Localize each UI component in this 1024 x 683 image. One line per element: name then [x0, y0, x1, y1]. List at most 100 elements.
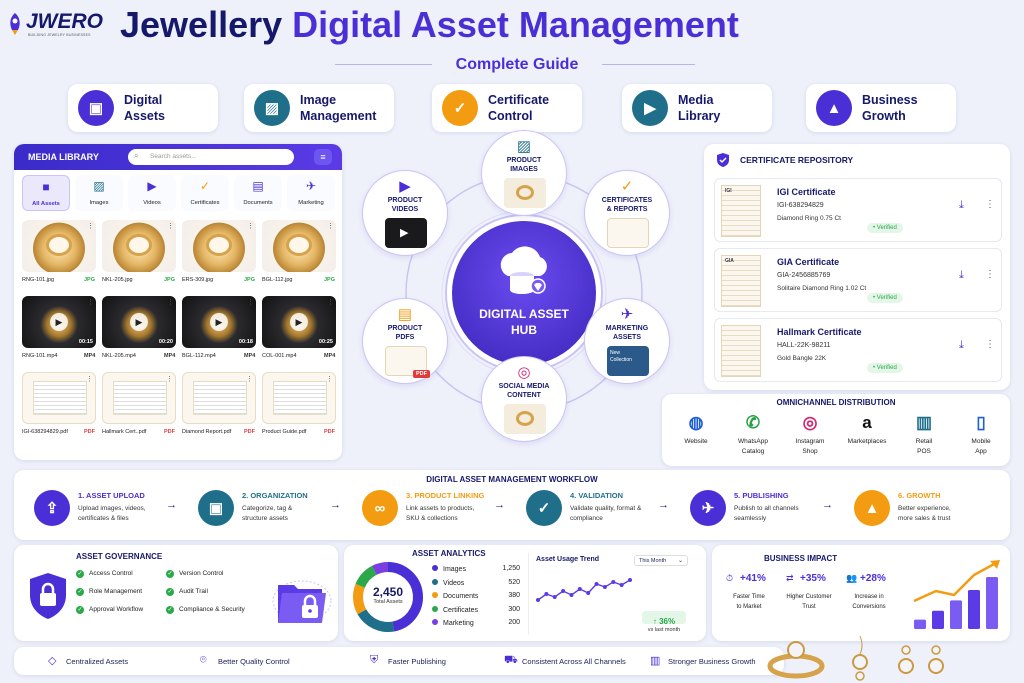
document-thumbnail[interactable]: ⋮ — [22, 372, 96, 424]
workflow-step-heading: 1. ASSET UPLOAD — [78, 491, 145, 500]
download-icon[interactable]: ⤓ — [959, 199, 964, 211]
video-duration: 00:25 — [318, 339, 333, 345]
more-icon[interactable]: ⋮ — [166, 376, 173, 383]
workflow-step-desc-2: structure assets — [242, 515, 288, 522]
more-icon[interactable]: ⋮ — [247, 299, 254, 306]
document-lines — [193, 381, 247, 415]
trend-note: vs last month — [647, 627, 681, 633]
trend-point — [611, 580, 616, 584]
trend-point — [628, 578, 632, 582]
jewelry-photo — [286, 234, 312, 256]
certificate-name: Hallmark Certificate — [777, 327, 862, 337]
tab-all-assets[interactable]: ■All Assets — [22, 175, 70, 211]
download-icon[interactable]: ⤓ — [959, 339, 964, 351]
brand-logo[interactable]: JWERO BUILDING JEWELRY BUSINESSES — [6, 10, 116, 40]
file-type-badge: JPG — [244, 277, 256, 283]
tab-images[interactable]: ▨Images — [75, 175, 123, 211]
video-thumbnail[interactable]: ▶00:15⋮ — [22, 296, 96, 348]
legend-value: 300 — [508, 605, 520, 613]
download-icon[interactable]: ⤓ — [959, 269, 964, 281]
channel-label-1: Mobile — [971, 438, 991, 445]
analytics-title: ASSET ANALYTICS — [412, 549, 486, 558]
more-icon[interactable]: ⋮ — [246, 376, 253, 383]
hub-node-label-1: PRODUCT — [387, 325, 423, 332]
more-icon[interactable]: ⋮ — [326, 376, 333, 383]
more-icon[interactable]: ⋮ — [985, 339, 995, 350]
certificate-id: HALL-22K-98211 — [777, 342, 831, 349]
hub-node-label-2: & REPORTS — [606, 206, 648, 213]
video-thumbnail[interactable]: ▶00:20⋮ — [102, 296, 176, 348]
file-type-badge: MP4 — [324, 353, 336, 359]
footer-item-label: Better Quality Control — [218, 657, 290, 666]
governance-item: Access Control — [76, 570, 133, 578]
impact-label-2: to Market — [736, 604, 762, 610]
tab-videos[interactable]: ▶Videos — [128, 175, 176, 211]
tab-marketing[interactable]: ✈Marketing — [287, 175, 335, 211]
workflow-step-heading: 5. PUBLISHING — [734, 491, 789, 500]
workflow-step-desc-1: Publish to all channels — [734, 505, 799, 512]
more-icon[interactable]: ⋮ — [86, 376, 93, 383]
channel-website[interactable]: ◍Website — [668, 411, 724, 463]
play-icon: ▶ — [210, 313, 228, 331]
certificate-id: GIA-2456885769 — [777, 272, 831, 279]
more-icon[interactable]: ⋮ — [327, 223, 334, 230]
trend-point — [536, 598, 540, 602]
hub-node-certificates-reports[interactable]: ✓CERTIFICATES& REPORTS — [584, 170, 670, 256]
tab-certificates[interactable]: ✓Certificates — [181, 175, 229, 211]
image-thumbnail[interactable]: ⋮ — [102, 220, 176, 272]
impact-value: +41% — [740, 573, 766, 584]
more-icon[interactable]: ⋮ — [985, 199, 995, 210]
verified-badge: • Verified — [867, 293, 903, 303]
image-thumbnail[interactable]: ⋮ — [22, 220, 96, 272]
trend-period-select[interactable]: This Month ⌄ — [634, 555, 688, 566]
document-thumbnail[interactable]: ⋮ — [102, 372, 176, 424]
stopwatch-icon: ⏱ — [726, 573, 734, 583]
growth-bar — [932, 610, 944, 629]
more-icon[interactable]: ⋮ — [247, 223, 254, 230]
legend-dot — [432, 619, 438, 625]
legend-value: 200 — [508, 619, 520, 626]
governance-item: Role Management — [76, 588, 142, 596]
document-thumbnail[interactable]: ⋮ — [262, 372, 336, 424]
whatsapp-icon: ✆ — [745, 413, 761, 432]
video-thumbnail[interactable]: ▶ 00:18 ⋮ — [182, 296, 256, 348]
filter-button[interactable]: ≡ — [314, 149, 332, 165]
trend-change: ↑ 36% — [652, 617, 676, 626]
more-icon[interactable]: ⋮ — [985, 269, 995, 280]
legend-name: Certificates — [443, 606, 479, 614]
more-icon[interactable]: ⋮ — [167, 223, 174, 230]
search-input[interactable]: ⌕ Search assets... — [128, 149, 294, 165]
legend-dot — [432, 578, 438, 585]
image-thumbnail[interactable]: ⋮ — [182, 220, 256, 272]
more-icon[interactable]: ⋮ — [327, 299, 334, 306]
more-icon[interactable]: ⋮ — [167, 299, 174, 306]
image-thumbnail[interactable]: ⋮ — [262, 220, 336, 272]
trend-point — [619, 583, 624, 587]
more-icon[interactable]: ⋮ — [87, 299, 94, 306]
document-thumbnail[interactable]: ⋮ — [182, 372, 256, 424]
more-icon[interactable]: ⋮ — [87, 223, 94, 230]
video-thumbnail[interactable]: ▶00:25⋮ — [262, 296, 336, 348]
tab-documents[interactable]: ▤Documents — [234, 175, 282, 211]
video-duration: 00:18 — [238, 339, 253, 345]
